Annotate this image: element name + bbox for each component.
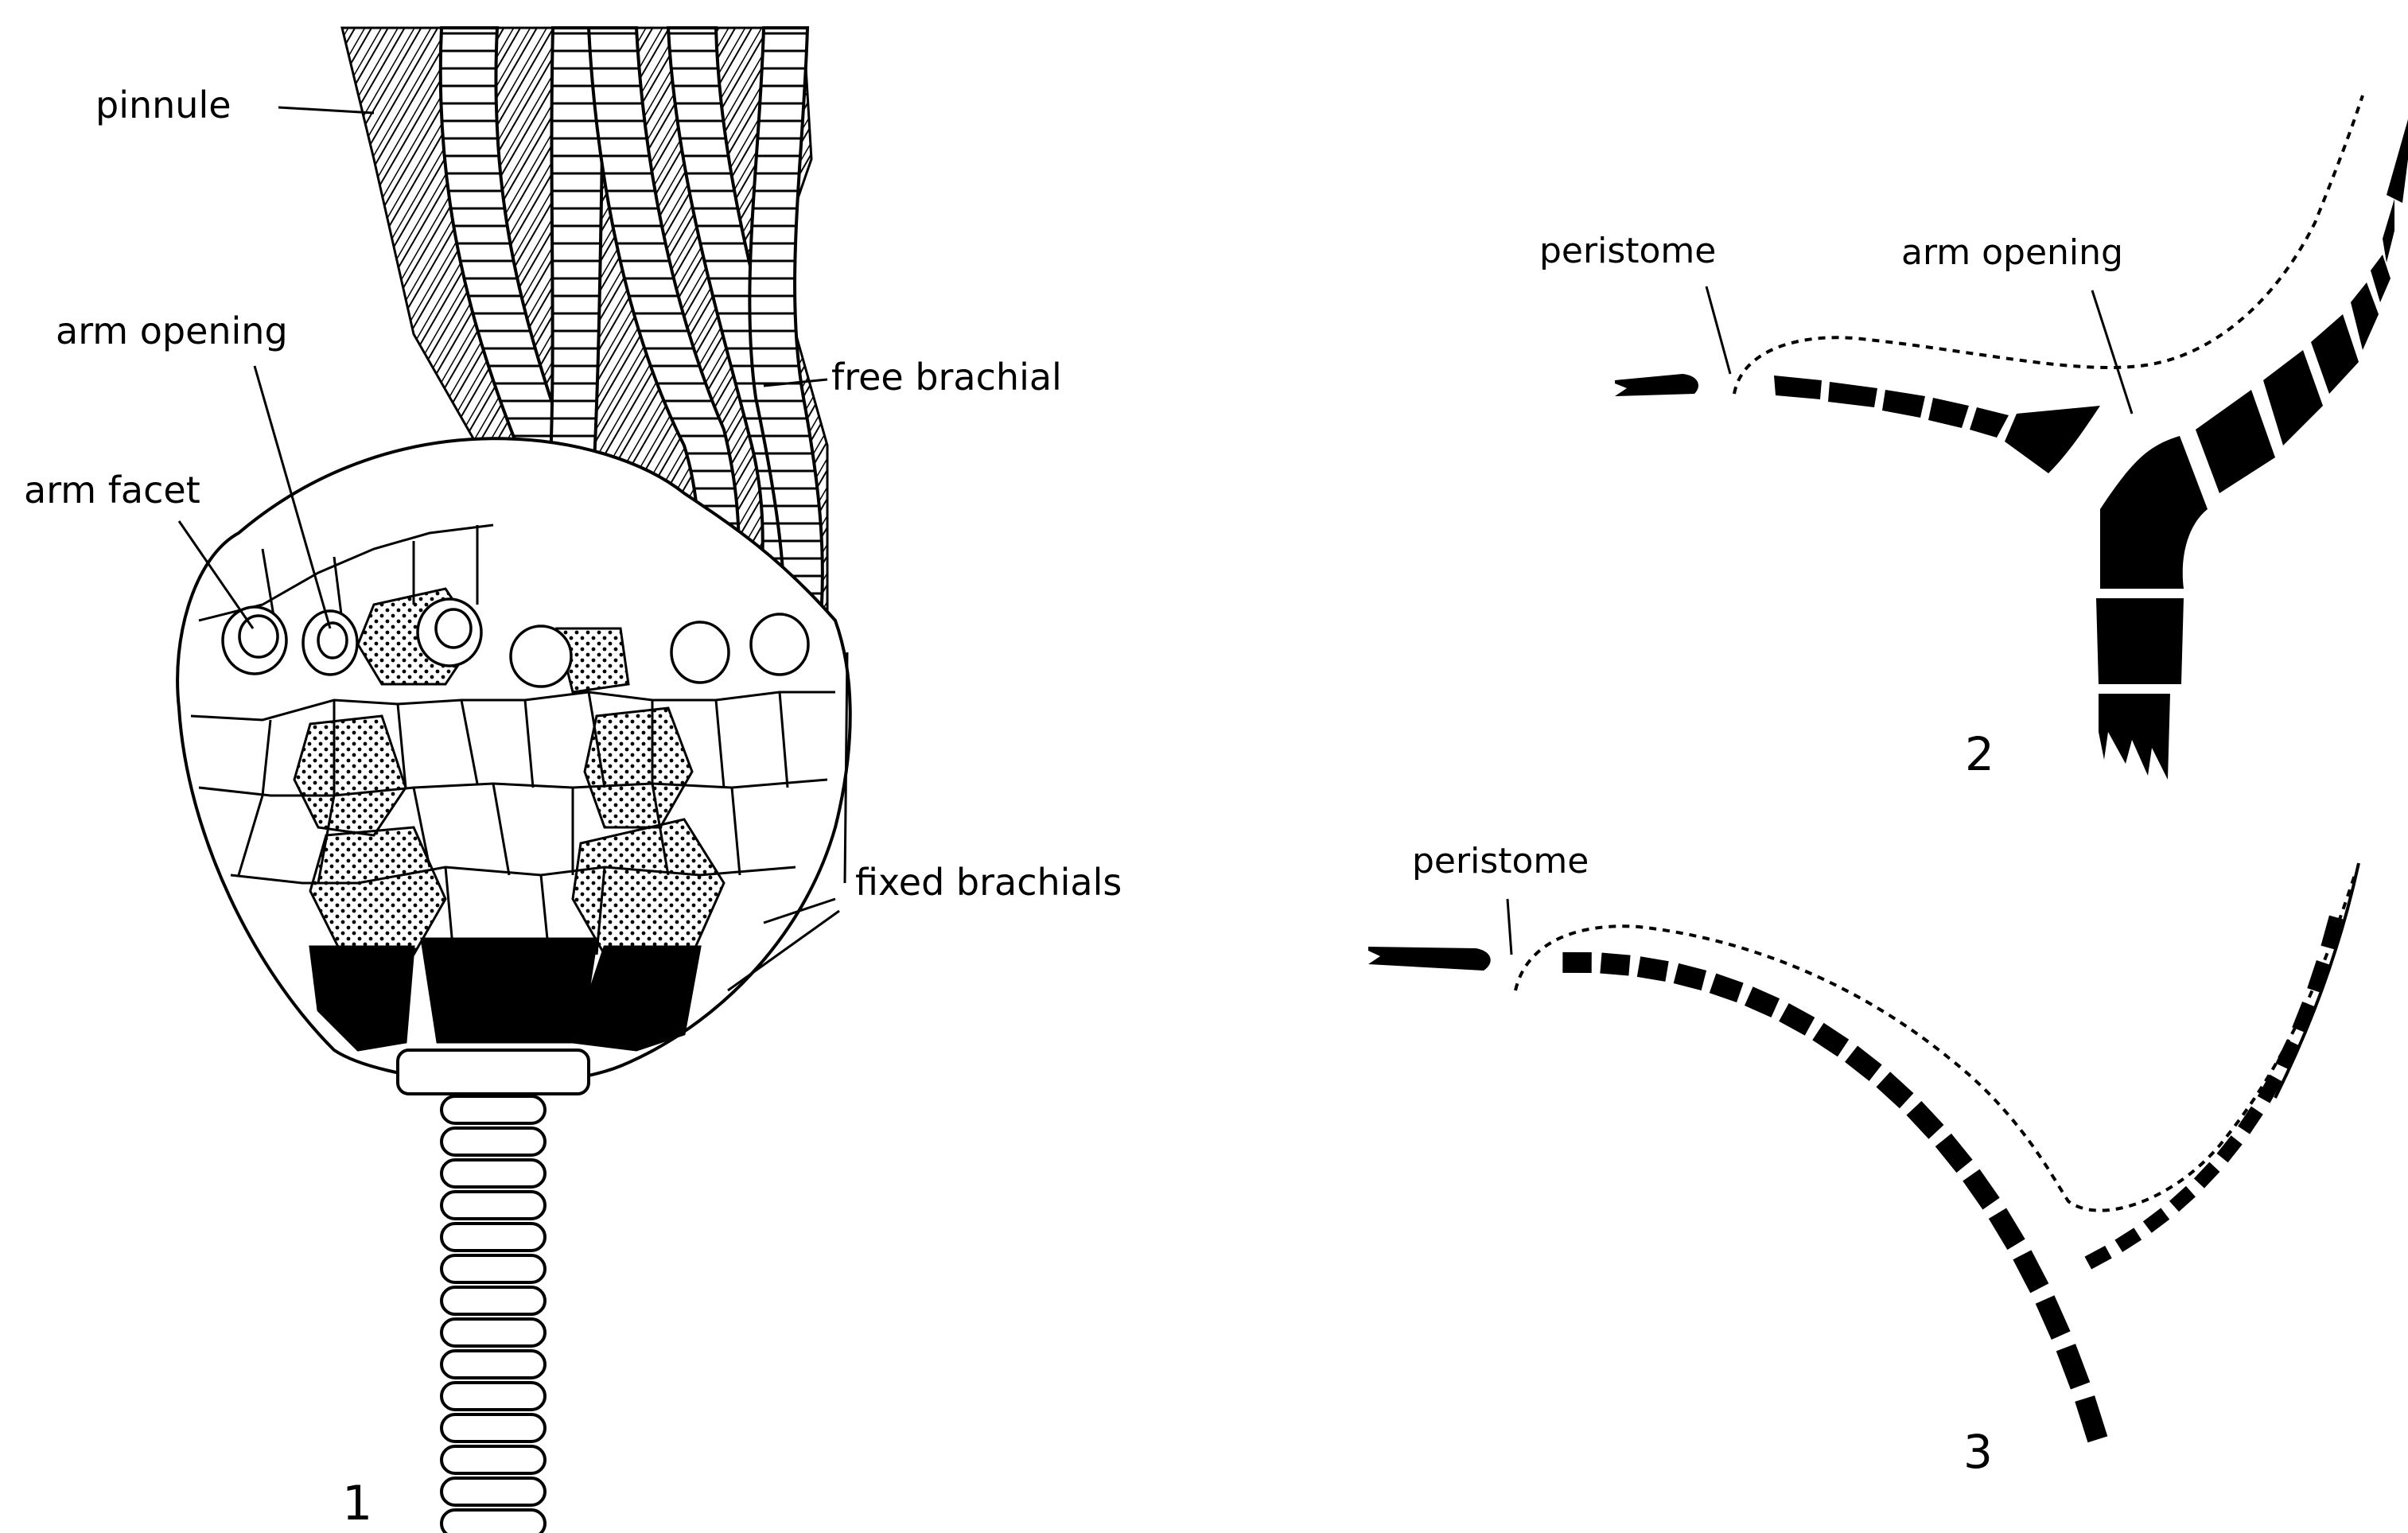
- figure-3: peristome 3: [1368, 841, 2359, 1479]
- arm-plate: [1812, 1023, 1849, 1057]
- figure-1: pinnule arm opening arm facet free brach…: [24, 28, 1122, 1533]
- stem-segment: [442, 1446, 545, 1473]
- arm-plate: [2075, 1395, 2107, 1442]
- figure-2-arm-plates: [1774, 375, 2100, 473]
- label-pinnule: pinnule: [95, 84, 231, 126]
- stem-segment: [442, 1224, 545, 1251]
- arm-plate: [1674, 963, 1706, 990]
- arm-plate: [1906, 1101, 1943, 1139]
- stem-segment: [442, 1255, 545, 1282]
- arm-facet-socket: [511, 626, 571, 687]
- arm-plate: [1845, 1045, 1882, 1080]
- stem-segment: [442, 1192, 545, 1219]
- figure-2: peristome arm opening 2: [1539, 95, 2408, 781]
- stem-segment: [442, 1383, 545, 1410]
- arm-plate: [2143, 1208, 2169, 1232]
- figure-number-3: 3: [1963, 1425, 1993, 1479]
- figure-3-arm-plates: [1562, 916, 2343, 1443]
- figure-number-1: 1: [342, 1476, 372, 1531]
- label-peristome-2: peristome: [1539, 231, 1716, 271]
- arm-plate: [1963, 1169, 1999, 1210]
- stem-segment: [442, 1319, 545, 1346]
- stem: [398, 1050, 589, 1533]
- stem-segment: [442, 1287, 545, 1314]
- arm-plate: [2169, 1186, 2196, 1212]
- arm-plate: [1989, 1208, 2025, 1249]
- stem-segment: [442, 1128, 545, 1155]
- label-peristome-3: peristome: [1412, 841, 1589, 881]
- arm-plate: [2194, 1162, 2220, 1189]
- arm-plate: [2217, 1135, 2243, 1162]
- label-arm-opening-2: arm opening: [1901, 232, 2123, 273]
- peristome-stub-3: [1368, 947, 1491, 971]
- stem-segment: [442, 1510, 545, 1533]
- stem-segment: [442, 1160, 545, 1187]
- arm-plate: [1877, 1072, 1914, 1108]
- arm-facet-socket: [751, 614, 808, 675]
- figure-2-vertical-arm: [2096, 119, 2408, 780]
- arm-plate: [2056, 1344, 2091, 1389]
- arm-plate: [1710, 974, 1744, 1003]
- arm-facet-socket: [671, 622, 729, 683]
- arm-plate: [1562, 952, 1591, 973]
- stem-segment: [442, 1351, 545, 1378]
- stem-cap: [398, 1050, 589, 1094]
- arm-plate: [2114, 1228, 2142, 1252]
- stem-segment: [442, 1478, 545, 1505]
- arm-plate: [1600, 953, 1630, 976]
- arm-plate: [1745, 986, 1780, 1017]
- arm-plate: [1637, 956, 1669, 982]
- basal-plates: [310, 939, 700, 1050]
- arm-plate: [2013, 1250, 2048, 1293]
- label-free-brachial: free brachial: [831, 356, 1062, 399]
- arm-plate: [2085, 1246, 2112, 1270]
- peristome-stub: [1615, 374, 1698, 396]
- stem-segment: [442, 1096, 545, 1123]
- arm-plate: [1935, 1134, 1973, 1173]
- figure-3-leader-line: [1507, 899, 1511, 955]
- stem-segment: [442, 1414, 545, 1442]
- arm-plate: [2238, 1107, 2263, 1134]
- arm-plate: [2036, 1295, 2071, 1340]
- arm-plate: [1779, 1003, 1815, 1036]
- label-arm-facet: arm facet: [24, 469, 200, 512]
- figure-number-2: 2: [1965, 727, 1994, 781]
- label-arm-opening: arm opening: [56, 309, 288, 352]
- label-fixed-brachials: fixed brachials: [855, 861, 1122, 904]
